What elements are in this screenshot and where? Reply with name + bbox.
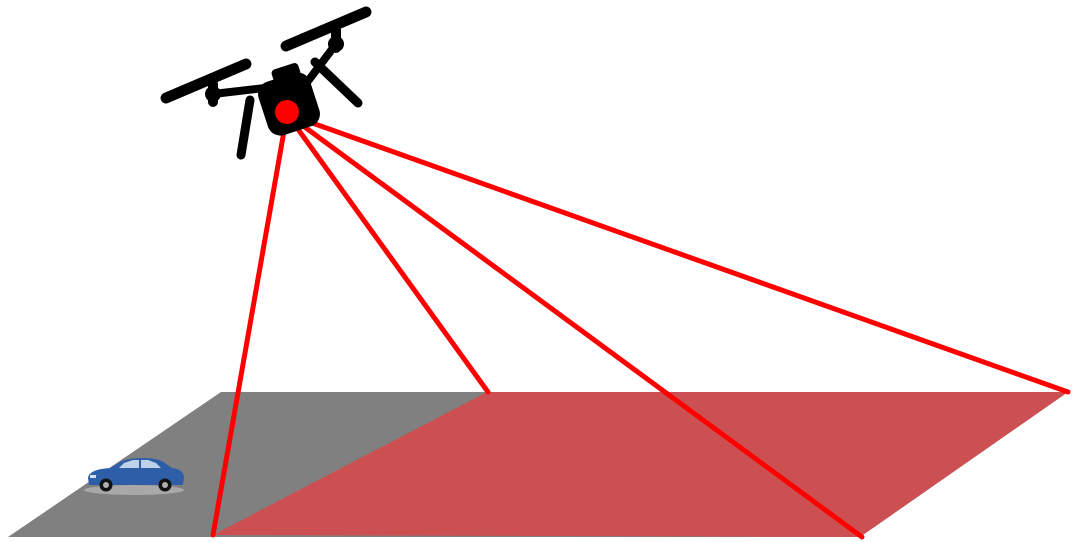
camera-lens: [275, 100, 299, 124]
ray-far-left-corner: [287, 114, 488, 392]
ray-far-right-corner: [287, 114, 1068, 392]
